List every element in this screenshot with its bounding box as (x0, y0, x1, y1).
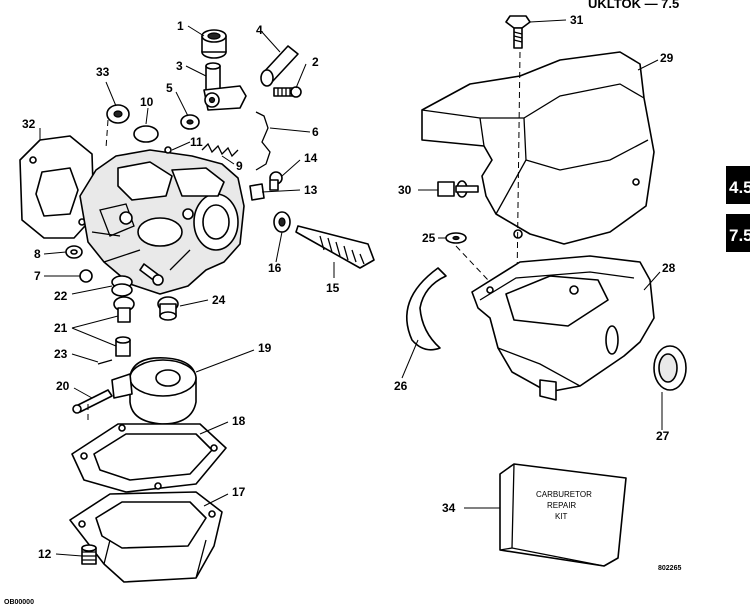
part-21-main-jet (113, 296, 135, 323)
part-4-adjust-screw (260, 45, 299, 87)
callout-21: 21 (54, 321, 68, 335)
part-33-nut (106, 104, 130, 124)
part-2-screw (273, 86, 302, 98)
part-carburetor-body (79, 149, 245, 295)
part-19-float (111, 357, 197, 425)
callout-17: 17 (232, 485, 246, 499)
callout-12: 12 (38, 547, 52, 561)
callout-7: 7 (34, 269, 41, 283)
part-22-jet (111, 275, 133, 297)
figure-code: 802265 (658, 565, 681, 572)
callout-19: 19 (258, 341, 272, 355)
part-32-flange-gasket (19, 135, 95, 239)
part-28-silencer-base (471, 255, 655, 401)
callout-4: 4 (256, 23, 263, 37)
callout-30: 30 (398, 183, 412, 197)
part-23-pin (97, 359, 113, 365)
corner-code: OB00000 (4, 599, 34, 606)
part-16-bushing (273, 211, 291, 233)
callout-16: 16 (268, 261, 282, 275)
part-1-cap (201, 29, 227, 59)
part-29-silencer-cover (421, 51, 655, 245)
part-5-washer (180, 114, 200, 130)
part-27-grommet (653, 345, 687, 391)
part-6-link-wire (255, 111, 271, 171)
part-24-plug (157, 296, 179, 321)
callout-20: 20 (56, 379, 70, 393)
callout-13: 13 (304, 183, 318, 197)
callout-9: 9 (236, 159, 243, 173)
callout-34: 34 (442, 501, 456, 515)
callout-11: 11 (190, 135, 203, 149)
callout-8: 8 (34, 247, 41, 261)
callout-28: 28 (662, 261, 676, 275)
callout-18: 18 (232, 414, 246, 428)
kit-label-line3: KIT (555, 512, 568, 521)
callout-31: 31 (570, 13, 584, 27)
svg-text:4.5: 4.5 (729, 178, 750, 197)
callout-1: 1 (177, 19, 184, 33)
callout-5: 5 (166, 81, 173, 95)
callout-26: 26 (394, 379, 408, 393)
page-header-fragment: UKLTOK — 7.5 (588, 0, 679, 11)
kit-label-line1: CARBURETOR (536, 490, 592, 499)
alignment-line-31 (515, 51, 521, 361)
callout-numbers: 1 2 3 4 5 6 7 8 9 10 11 12 13 14 15 16 1… (22, 13, 676, 561)
part-34-repair-kit: CARBURETOR REPAIR KIT (499, 463, 627, 567)
part-17-float-bowl (69, 491, 223, 583)
callout-3: 3 (176, 59, 183, 73)
callout-23: 23 (54, 347, 68, 361)
callout-6: 6 (312, 125, 319, 139)
part-13-clip (249, 183, 265, 201)
part-18-bowl-gasket (71, 423, 227, 493)
side-tab-7-5: 7.5 (726, 214, 750, 252)
callout-10: 10 (140, 95, 154, 109)
part-14-screw (269, 171, 283, 191)
part-11-small-ball (164, 146, 172, 154)
callout-14: 14 (304, 151, 318, 165)
callout-32: 32 (22, 117, 36, 131)
callout-15: 15 (326, 281, 340, 295)
side-tab-4-5: 4.5 (726, 166, 750, 204)
part-21-needle (115, 336, 131, 357)
callout-25: 25 (422, 231, 436, 245)
part-9-spring (201, 142, 239, 158)
part-20-hinge-pin (72, 389, 113, 414)
part-7-ball (79, 269, 93, 283)
part-3-shaft-nozzle (203, 62, 247, 111)
part-12-drain-screw (81, 544, 97, 565)
part-26-seal (405, 267, 447, 351)
part-15-needle-valve (295, 225, 375, 269)
alignment-line-33 (105, 119, 109, 149)
part-25-washer (445, 232, 467, 244)
part-10-plug (133, 125, 159, 143)
leader-lines (39, 19, 663, 557)
callout-33: 33 (96, 65, 110, 79)
callout-2: 2 (312, 55, 319, 69)
callout-27: 27 (656, 429, 670, 443)
alignment-line-25 (455, 245, 489, 281)
callout-24: 24 (212, 293, 226, 307)
callout-22: 22 (54, 289, 68, 303)
part-30-screw (437, 180, 479, 198)
kit-label-line2: REPAIR (547, 501, 576, 510)
callout-29: 29 (660, 51, 674, 65)
part-8-o-ring (65, 245, 83, 259)
svg-text:7.5: 7.5 (729, 226, 750, 245)
part-31-screw (505, 15, 531, 49)
